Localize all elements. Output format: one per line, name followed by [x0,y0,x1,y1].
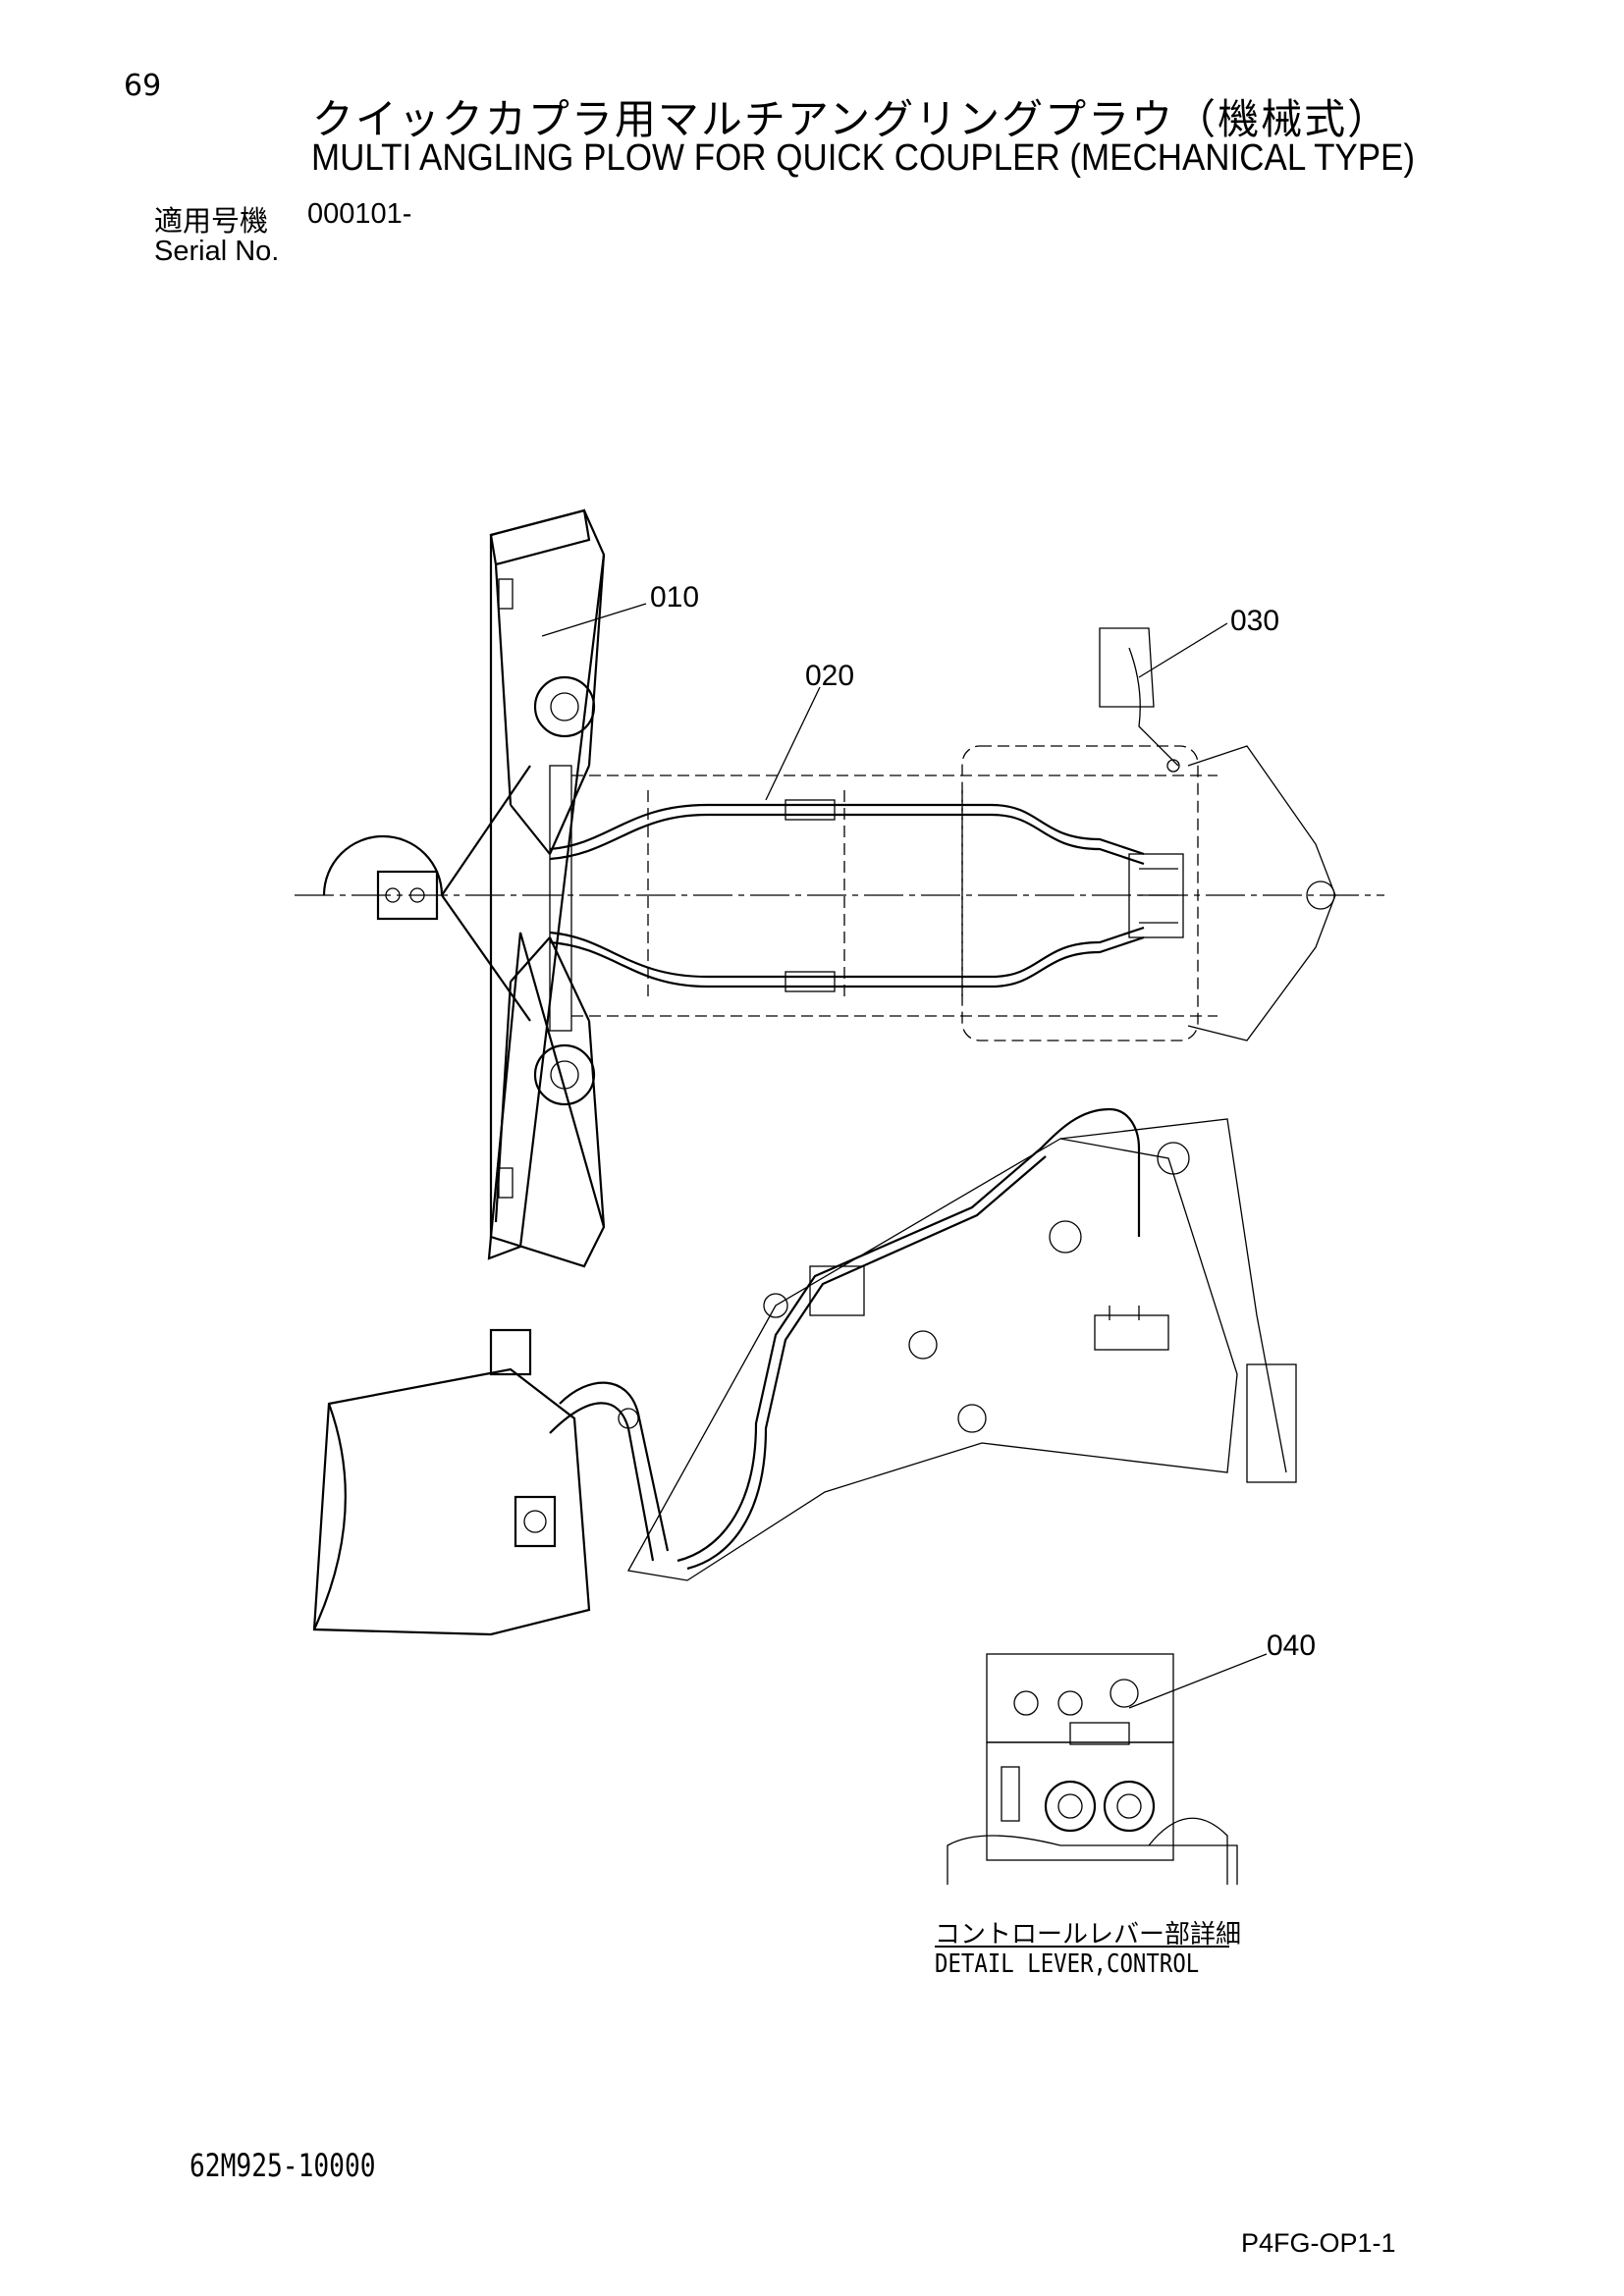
machine-frame-top-view [549,627,1336,1041]
callout-020: 020 [805,660,855,692]
control-lever-detail [947,1653,1268,1885]
boom-side-view [626,1107,1297,1581]
detail-caption-english: DETAIL LEVER,CONTROL [935,1949,1200,1979]
document-number: 62M925-10000 [189,2147,376,2184]
page-title-japanese: クイックカプラ用マルチアングリングプラウ（機械式） [311,95,1391,143]
plow-blade-top-view [295,508,1384,1268]
page-code: P4FG-OP1-1 [1241,2228,1396,2258]
hydraulic-hoses-top-view [549,799,1184,992]
detail-caption-underline [935,1946,1229,1948]
plow-side-view [312,1328,670,1636]
callout-040: 040 [1267,1629,1317,1662]
serial-number-value: 000101- [307,198,412,230]
callout-030: 030 [1230,605,1280,637]
page-title-english: MULTI ANGLING PLOW FOR QUICK COUPLER (ME… [310,137,1416,179]
serial-label-english: Serial No. [154,236,280,267]
detail-caption-japanese: コントロールレバー部詳細 [935,1920,1242,1949]
serial-label-japanese: 適用号機 [154,204,269,238]
callout-010: 010 [650,581,700,614]
page-number: 69 [124,69,162,103]
